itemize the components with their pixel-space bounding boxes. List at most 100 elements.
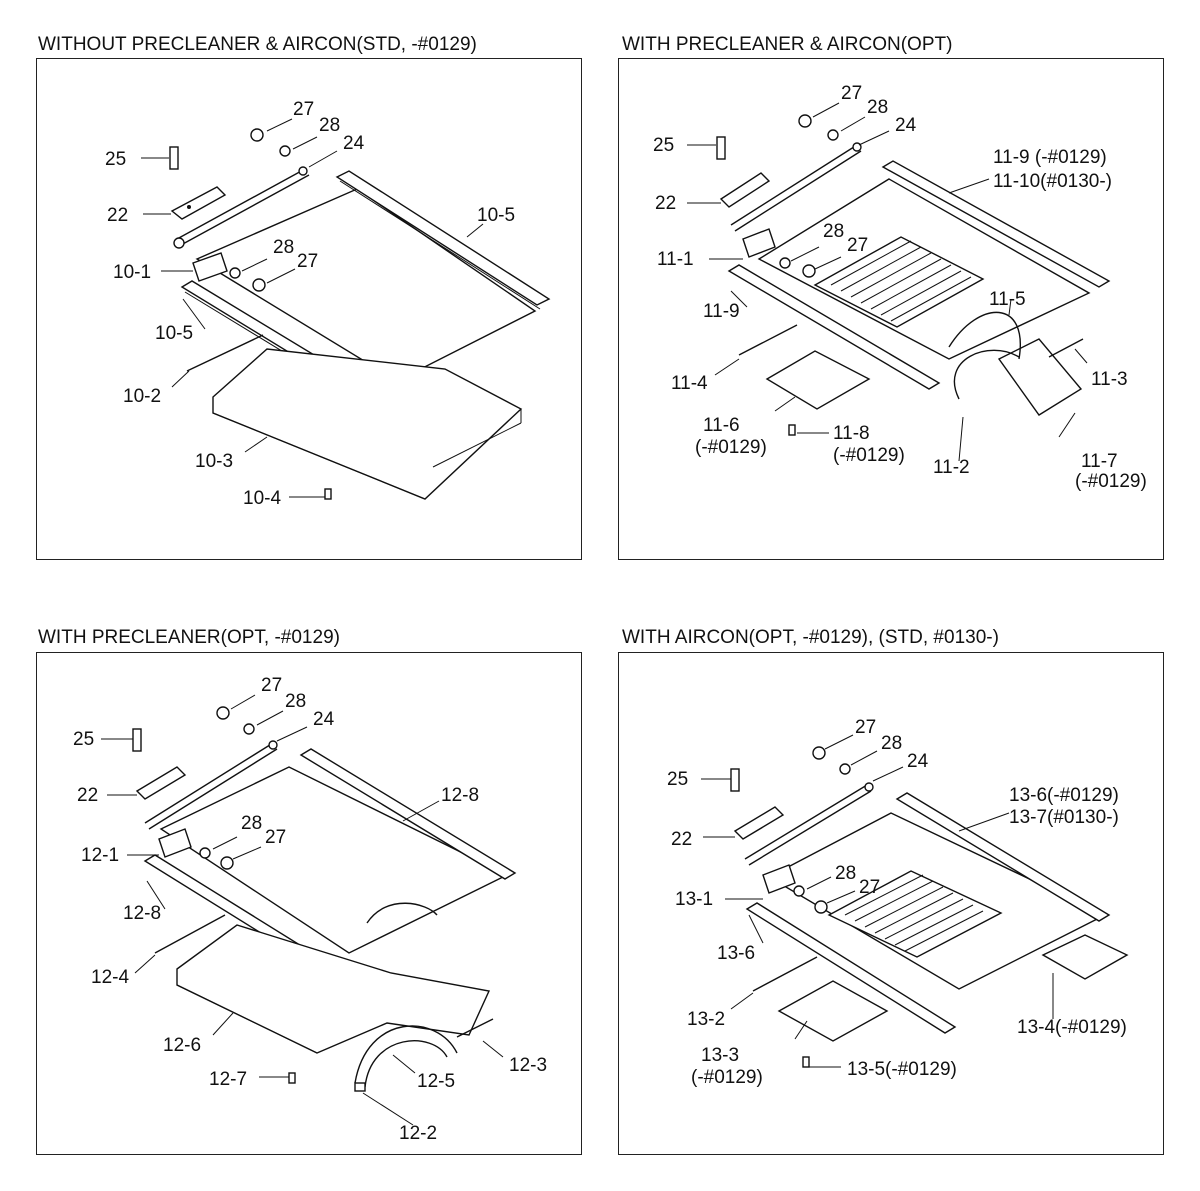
bracket	[762, 864, 796, 894]
rear-rail	[299, 748, 517, 880]
callout-13-6-front: 13-6	[717, 943, 755, 964]
callout-11-9-rear: 11-9 (-#0129)	[993, 147, 1107, 168]
callout-12-5: 12-5	[417, 1071, 455, 1092]
callout-28-b: 28	[273, 237, 294, 258]
callout-24: 24	[907, 751, 929, 772]
hinge-plate	[733, 806, 785, 840]
diagram-panel-precleaner: 27 28 24 25 22 12-8 28 27 12-1 12-8 12-4…	[36, 652, 582, 1155]
callout-12-8-front: 12-8	[123, 903, 161, 924]
cover-plate	[195, 188, 537, 382]
callout-25: 25	[105, 149, 126, 170]
diagram-panel-std: 27 28 24 25 22 10-5 28 27 10-1 10-5 10-2…	[36, 58, 582, 560]
callout-28: 28	[285, 691, 306, 712]
callout-12-3: 12-3	[509, 1055, 547, 1076]
exploded-view-aircon: 27 28 24 25 22 13-6(-#0129) 13-7(#0130-)…	[667, 717, 1129, 1088]
bracket	[158, 828, 192, 858]
callout-11-4: 11-4	[671, 373, 708, 394]
callout-13-7: 13-7(#0130-)	[1009, 807, 1119, 828]
duct-arc	[948, 311, 1021, 360]
hinge-plate	[135, 766, 187, 800]
callout-28-b: 28	[823, 221, 844, 242]
callout-11-6-range: (-#0129)	[695, 437, 767, 458]
callout-13-6-rear: 13-6(-#0129)	[1009, 785, 1119, 806]
aircon-duct	[997, 338, 1083, 416]
callout-13-5: 13-5(-#0129)	[847, 1059, 957, 1080]
callout-10-5-rear: 10-5	[477, 205, 515, 226]
callout-10-5-front: 10-5	[155, 323, 193, 344]
hinge-plate	[719, 172, 771, 208]
callout-11-9-front: 11-9	[703, 301, 740, 322]
rod	[752, 956, 818, 992]
diagram-panel-precleaner-aircon: 27 28 24 25 22 11-9 (-#0129) 11-10(#0130…	[618, 58, 1164, 560]
callout-12-6: 12-6	[163, 1035, 201, 1056]
callout-28-b: 28	[835, 863, 856, 884]
callout-28: 28	[319, 115, 340, 136]
callout-12-1: 12-1	[81, 845, 119, 866]
callout-10-2: 10-2	[123, 386, 161, 407]
bolt	[132, 728, 142, 752]
callout-28: 28	[867, 97, 888, 118]
callout-11-7-range: (-#0129)	[1075, 471, 1147, 492]
rod	[154, 914, 226, 954]
exploded-view-std: 27 28 24 25 22 10-5 28 27 10-1 10-5 10-2…	[105, 99, 551, 509]
callout-25: 25	[73, 729, 94, 750]
callout-24: 24	[895, 115, 917, 136]
front-rail	[727, 264, 941, 390]
callout-27-b: 27	[265, 827, 286, 848]
exploded-view-precleaner-aircon: 27 28 24 25 22 11-9 (-#0129) 11-10(#0130…	[653, 83, 1147, 492]
bolt	[169, 146, 179, 170]
bracket	[742, 228, 776, 258]
callout-27-b: 27	[859, 877, 880, 898]
rod	[738, 324, 798, 356]
callout-11-1: 11-1	[657, 249, 694, 270]
callout-10-1: 10-1	[113, 262, 151, 283]
gas-strut	[730, 144, 858, 226]
callout-13-3-range: (-#0129)	[691, 1067, 763, 1088]
exploded-view-precleaner: 27 28 24 25 22 12-8 28 27 12-1 12-8 12-4…	[73, 675, 547, 1144]
callout-13-4: 13-4(-#0129)	[1017, 1017, 1127, 1038]
diagram-panel-aircon: 27 28 24 25 22 13-6(-#0129) 13-7(#0130-)…	[618, 652, 1164, 1155]
callout-12-7: 12-7	[209, 1069, 247, 1090]
front-rail	[745, 902, 957, 1034]
gas-strut	[176, 168, 306, 240]
callout-11-6: 11-6	[703, 415, 740, 436]
panel-title-precleaner-aircon: WITH PRECLEANER & AIRCON(OPT)	[622, 34, 953, 55]
floor-mat	[176, 924, 491, 1054]
callout-27: 27	[293, 99, 314, 120]
rear-rail	[881, 160, 1111, 288]
floor-mat	[212, 348, 523, 500]
callout-28: 28	[881, 733, 902, 754]
callout-11-8-range: (-#0129)	[833, 445, 905, 466]
callout-12-2: 12-2	[399, 1123, 437, 1144]
callout-11-10: 11-10(#0130-)	[993, 171, 1112, 192]
callout-11-7: 11-7	[1081, 451, 1118, 472]
callout-13-1: 13-1	[675, 889, 713, 910]
callout-13-2: 13-2	[687, 1009, 725, 1030]
panel-title-precleaner: WITH PRECLEANER(OPT, -#0129)	[38, 627, 340, 648]
callout-22: 22	[107, 205, 128, 226]
callout-27-b: 27	[847, 235, 868, 256]
callout-12-8-rear: 12-8	[441, 785, 479, 806]
callout-11-3: 11-3	[1091, 369, 1128, 390]
callout-11-2: 11-2	[933, 457, 970, 478]
callout-27: 27	[841, 83, 862, 104]
callout-13-3: 13-3	[701, 1045, 739, 1066]
gas-strut	[144, 742, 274, 824]
callout-27: 27	[261, 675, 282, 696]
callout-28-b: 28	[241, 813, 262, 834]
rod	[186, 334, 264, 372]
callout-10-4: 10-4	[243, 488, 281, 509]
panel-title-std: WITHOUT PRECLEANER & AIRCON(STD, -#0129)	[38, 34, 477, 55]
bolt	[730, 768, 740, 792]
callout-22: 22	[671, 829, 692, 850]
bolt	[716, 136, 726, 160]
duct-arc	[354, 1025, 458, 1084]
callout-24: 24	[343, 133, 365, 154]
rear-rail	[335, 170, 551, 306]
callout-22: 22	[77, 785, 98, 806]
callout-12-4: 12-4	[91, 967, 129, 988]
panel-title-aircon: WITH AIRCON(OPT, -#0129), (STD, #0130-)	[622, 627, 999, 648]
callout-25: 25	[653, 135, 674, 156]
callout-27: 27	[855, 717, 876, 738]
precleaner-duct	[765, 350, 871, 410]
